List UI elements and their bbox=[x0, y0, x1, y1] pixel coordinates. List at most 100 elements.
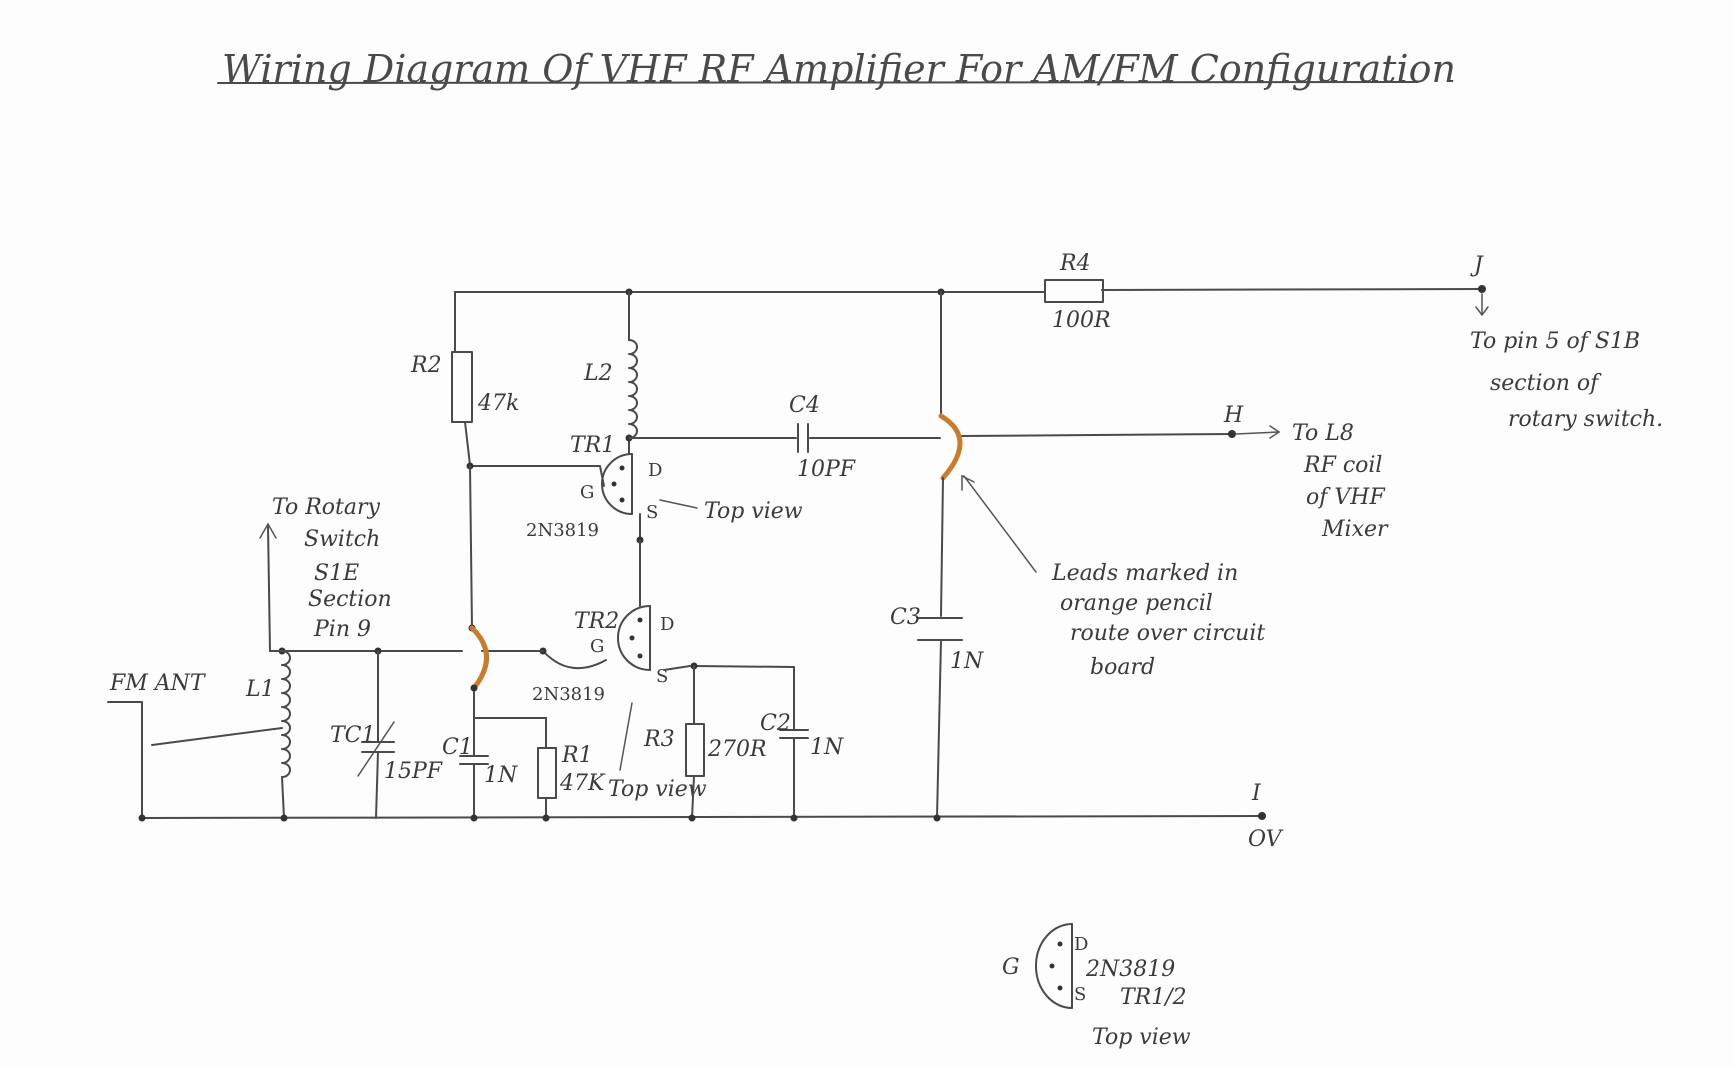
note-to-l8-line1: To L8 bbox=[1292, 421, 1354, 446]
c3-ref: C3 bbox=[890, 605, 921, 630]
junction-dot bbox=[138, 814, 146, 822]
pinout-ref: TR1/2 bbox=[1120, 985, 1187, 1010]
terminal-h-arrow bbox=[1235, 431, 1279, 435]
l1-ref: L1 bbox=[245, 677, 275, 702]
tr2-source-wire bbox=[663, 665, 691, 671]
note-rotary-line3: S1E bbox=[314, 561, 359, 586]
pinout-symbol bbox=[1035, 923, 1073, 1009]
terminal-i-label: I bbox=[1251, 781, 1262, 806]
tr2-pin-dot bbox=[629, 635, 635, 641]
terminal-h-dot bbox=[1228, 430, 1236, 438]
source2-wire bbox=[693, 665, 795, 668]
note-leads-line3: route over circuit bbox=[1070, 621, 1265, 646]
inductor-l1 bbox=[281, 650, 291, 778]
tr1-pin-dot bbox=[619, 497, 625, 503]
c1-ref: C1 bbox=[442, 735, 473, 760]
pinout-pin-dot bbox=[1049, 963, 1055, 969]
note-leads-line4: board bbox=[1090, 655, 1155, 680]
pinout-pin-dot bbox=[1057, 941, 1063, 947]
c2-value: 1N bbox=[810, 735, 844, 760]
leads-note-arrowhead bbox=[961, 474, 975, 491]
tr2-gate-wire bbox=[542, 650, 607, 670]
title-underline bbox=[217, 81, 1419, 84]
tr1-symbol bbox=[601, 453, 633, 515]
r3-ref: R3 bbox=[643, 727, 675, 752]
terminal-ov-label: OV bbox=[1248, 827, 1284, 852]
pinout-s: S bbox=[1074, 984, 1086, 1005]
pinout-d: D bbox=[1074, 934, 1088, 955]
junction-dot bbox=[688, 814, 696, 822]
tr2-pin-g: G bbox=[590, 636, 604, 657]
ground-rail-wire bbox=[141, 815, 1263, 819]
note-rotary-line4: Section bbox=[308, 587, 392, 612]
fm-ant-wire bbox=[107, 701, 143, 819]
terminal-h-label: H bbox=[1223, 403, 1244, 428]
pinout-view: Top view bbox=[1092, 1025, 1191, 1050]
tr1-pin-d: D bbox=[648, 460, 662, 481]
tr1-gate-lead bbox=[599, 465, 605, 487]
fm-ant-label: FM ANT bbox=[109, 671, 207, 696]
note-to-pin5-line3: rotary switch. bbox=[1508, 407, 1663, 432]
c4-output-wire-right bbox=[961, 433, 1233, 437]
pinout-type: 2N3819 bbox=[1085, 957, 1175, 982]
resistor-r2 bbox=[451, 351, 473, 423]
tr1-type: 2N3819 bbox=[526, 520, 599, 541]
r1-value: 47K bbox=[559, 771, 606, 796]
note-to-l8-line2: RF coil bbox=[1303, 453, 1382, 478]
tr2-pin-s: S bbox=[656, 666, 668, 687]
diagram-title: Wiring Diagram Of VHF RF Amplifier For A… bbox=[222, 47, 1456, 91]
r1-ref: R1 bbox=[561, 743, 593, 768]
terminal-h-arrowhead bbox=[1269, 425, 1281, 439]
rotary-switch-wire bbox=[267, 525, 271, 652]
tr2-note-pointer bbox=[619, 702, 633, 771]
terminal-j-label: J bbox=[1470, 253, 1484, 278]
antenna-tap-wire bbox=[151, 727, 283, 746]
note-leads-line1: Leads marked in bbox=[1051, 561, 1238, 586]
resistor-r3 bbox=[685, 723, 705, 777]
tc1-bottom-wire bbox=[375, 751, 379, 819]
orange-lead-jumper-right bbox=[938, 413, 963, 481]
pinout-pin-dot bbox=[1057, 985, 1063, 991]
note-to-l8-line3: of VHF bbox=[1306, 485, 1385, 510]
terminal-j-dot bbox=[1478, 285, 1486, 293]
tr1-ref: TR1 bbox=[570, 433, 615, 458]
r2-value: 47k bbox=[477, 391, 519, 416]
tr1-pin-g: G bbox=[580, 482, 594, 503]
c2-ref: C2 bbox=[760, 711, 791, 736]
l2-ref: L2 bbox=[583, 361, 613, 386]
tr1-pin-s: S bbox=[646, 502, 658, 523]
tr1-pin-dot bbox=[619, 465, 625, 471]
junction-dot bbox=[280, 814, 288, 822]
note-to-pin5-line1: To pin 5 of S1B bbox=[1470, 329, 1640, 354]
resistor-r1 bbox=[537, 747, 557, 799]
l1-bottom-wire bbox=[281, 776, 285, 819]
tc1-trimmer-arrow bbox=[357, 721, 395, 777]
junction-dot bbox=[790, 814, 798, 822]
tr2-pin-d: D bbox=[660, 614, 674, 635]
top-rail-wire-right bbox=[1101, 288, 1483, 291]
tr2-ref: TR2 bbox=[574, 609, 619, 634]
tc1-value: 15PF bbox=[384, 759, 443, 784]
note-to-pin5-line2: section of bbox=[1490, 371, 1602, 396]
tr2-pin-dot bbox=[637, 617, 643, 623]
terminal-ov-dot bbox=[1258, 812, 1266, 820]
r4-value: 100R bbox=[1052, 308, 1111, 333]
c4-ref: C4 bbox=[789, 393, 820, 418]
note-to-l8-line4: Mixer bbox=[1321, 517, 1389, 542]
note-rotary-line5: Pin 9 bbox=[313, 617, 371, 642]
r3-value: 270R bbox=[707, 737, 767, 762]
pinout-g: G bbox=[1002, 955, 1020, 980]
leads-note-pointer bbox=[963, 475, 1037, 573]
terminal-j-arrowhead bbox=[1475, 306, 1489, 317]
junction-dot bbox=[542, 814, 550, 822]
c3-value: 1N bbox=[950, 649, 984, 674]
junction-dot bbox=[933, 814, 941, 822]
r2-down-wire bbox=[464, 421, 471, 466]
bias-column-wire bbox=[469, 465, 473, 629]
tc1-ref: TC1 bbox=[330, 723, 376, 748]
junction-dot bbox=[470, 814, 478, 822]
tr2-note: Top view bbox=[608, 777, 707, 802]
note-leads-line2: orange pencil bbox=[1060, 591, 1213, 616]
